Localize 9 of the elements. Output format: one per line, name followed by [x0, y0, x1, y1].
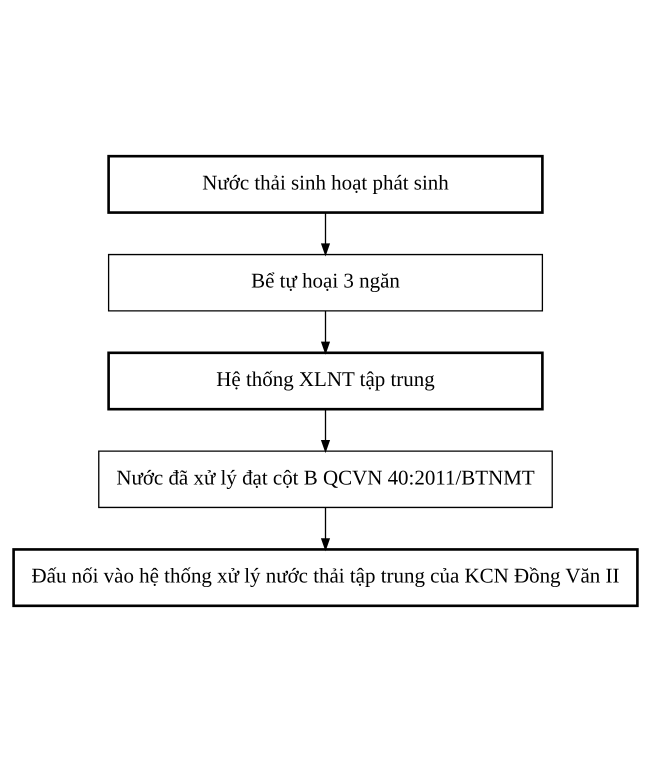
node-box: Nước đã xử lý đạt cột B QCVN 40:2011/BTNMT — [98, 450, 553, 508]
node-box: Hệ thống XLNT tập trung — [107, 352, 544, 410]
arrow — [320, 409, 330, 454]
node-box: Bể tự hoại 3 ngăn — [108, 254, 544, 312]
arrow — [320, 508, 330, 552]
node-box: Đấu nối vào hệ thống xử lý nước thải tập trung của KCN Đồng Văn II — [12, 548, 639, 608]
arrow — [320, 212, 330, 256]
node-box: Nước thải sinh hoạt phát sinh — [107, 154, 544, 214]
arrow — [320, 311, 330, 355]
